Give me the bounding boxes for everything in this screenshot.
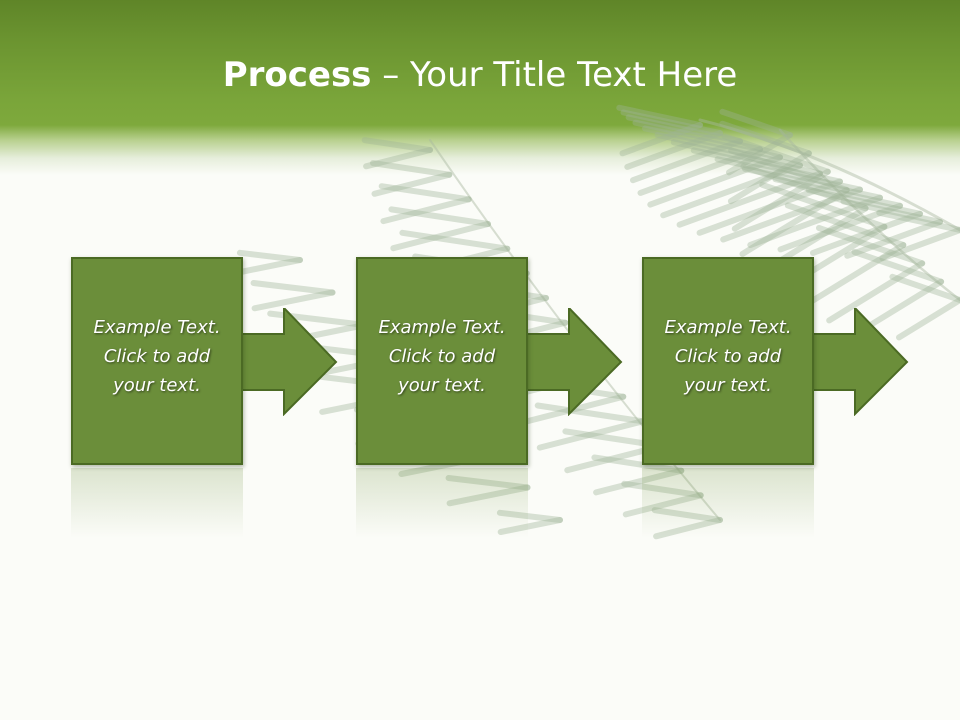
palm-leaflet bbox=[622, 492, 704, 518]
palm-leaflet bbox=[446, 484, 531, 507]
palm-leaflet bbox=[670, 139, 823, 177]
palm-leaflet bbox=[445, 475, 531, 491]
palm-leaflet bbox=[714, 156, 863, 193]
palm-leaflet bbox=[496, 509, 563, 523]
palm-leaflet bbox=[772, 176, 903, 209]
palm-leaflet bbox=[642, 125, 783, 161]
page-title[interactable]: Process – Your Title Text Here bbox=[0, 52, 960, 98]
palm-leaflet bbox=[390, 221, 491, 252]
palm-leaflet bbox=[728, 147, 850, 193]
palm-leaflet bbox=[651, 507, 723, 523]
palm-leaflet bbox=[399, 229, 511, 252]
palm-leaflet bbox=[742, 165, 883, 201]
step-2-reflection bbox=[356, 468, 528, 538]
palm-leaflet bbox=[378, 183, 472, 203]
palm-leaflet bbox=[536, 418, 646, 451]
palm-leaflet bbox=[380, 196, 472, 225]
title-rest-part: – Your Title Text Here bbox=[371, 55, 738, 95]
palm-leaflet bbox=[805, 187, 923, 217]
palm-leaflet bbox=[810, 210, 923, 256]
palm-leaflet bbox=[497, 517, 563, 535]
palm-leaflet bbox=[720, 186, 863, 243]
palm-leaflet bbox=[719, 120, 812, 157]
palm-leaflet bbox=[876, 209, 960, 233]
palm-leaflet bbox=[237, 257, 303, 275]
palm-leaflet bbox=[860, 278, 945, 333]
palm-leaflet bbox=[370, 160, 453, 178]
palm-leaflet bbox=[844, 218, 943, 259]
palm-leaflet bbox=[879, 227, 960, 262]
palm-leaflet bbox=[621, 480, 704, 499]
step-3-text[interactable]: Example Text. Click to add your text. bbox=[664, 317, 792, 396]
palm-leaflet bbox=[896, 297, 960, 341]
palm-leaflet bbox=[637, 146, 763, 196]
palm-leaflet bbox=[647, 154, 783, 208]
step-2-arrow[interactable] bbox=[527, 308, 623, 416]
palm-leaflet bbox=[826, 260, 926, 324]
step-1-arrow[interactable] bbox=[242, 308, 338, 416]
step-1-reflection bbox=[71, 468, 243, 538]
palm-leaflet bbox=[840, 198, 943, 225]
palm-leaflet bbox=[727, 150, 812, 205]
palm-leaflet bbox=[719, 108, 793, 138]
palm-leaflet bbox=[731, 168, 831, 232]
palm-leaflet bbox=[796, 242, 907, 312]
palm-leaflet bbox=[747, 194, 883, 248]
palm-leaflet bbox=[816, 225, 926, 267]
palm-leaflet bbox=[632, 119, 763, 153]
palm-leaflet bbox=[619, 122, 703, 157]
step-3-reflection bbox=[642, 468, 814, 538]
palm-leaflet bbox=[654, 132, 803, 169]
step-1-text[interactable]: Example Text. Click to add your text. bbox=[93, 317, 221, 396]
palm-leaflet bbox=[624, 130, 723, 170]
palm-leaflet bbox=[726, 132, 793, 176]
palm-leaflet bbox=[759, 181, 888, 230]
palm-leaflet bbox=[653, 517, 723, 540]
palm-leaflet bbox=[251, 289, 336, 312]
step-3-arrow[interactable] bbox=[813, 308, 909, 416]
palm-leaflet bbox=[625, 114, 743, 145]
palm-leaflet bbox=[250, 280, 336, 296]
palm-leaflet bbox=[889, 273, 960, 303]
palm-leaflet bbox=[696, 178, 843, 236]
step-2-box[interactable]: Example Text. Click to add your text. bbox=[356, 257, 528, 465]
palm-leaflet bbox=[851, 249, 945, 285]
title-bold-part: Process bbox=[222, 55, 372, 95]
palm-leaflet bbox=[388, 206, 491, 227]
palm-leaflet bbox=[676, 170, 823, 228]
palm-leaflet bbox=[616, 104, 703, 128]
palm-leaflet bbox=[620, 109, 723, 137]
step-1-box[interactable]: Example Text. Click to add your text. bbox=[71, 257, 243, 465]
palm-leaflet bbox=[740, 163, 869, 212]
palm-leaflet bbox=[690, 147, 843, 185]
step-2-text[interactable]: Example Text. Click to add your text. bbox=[378, 317, 506, 396]
palm-leaflet bbox=[371, 171, 453, 197]
palm-leaflet bbox=[660, 162, 803, 219]
palm-leaflet bbox=[721, 133, 831, 175]
palm-leaflet bbox=[777, 202, 903, 253]
step-3-box[interactable]: Example Text. Click to add your text. bbox=[642, 257, 814, 465]
palm-leaflet bbox=[363, 147, 433, 170]
palm-leaflet bbox=[739, 187, 850, 257]
palm-leaflet bbox=[534, 402, 646, 425]
palm-leaflet bbox=[236, 249, 303, 263]
palm-leaflet bbox=[630, 138, 743, 184]
header-band bbox=[0, 0, 960, 175]
palm-leaflet bbox=[784, 202, 907, 248]
palm-leaflet bbox=[593, 467, 685, 496]
palm-leaflet bbox=[591, 454, 685, 474]
palm-leaflet bbox=[361, 137, 433, 153]
